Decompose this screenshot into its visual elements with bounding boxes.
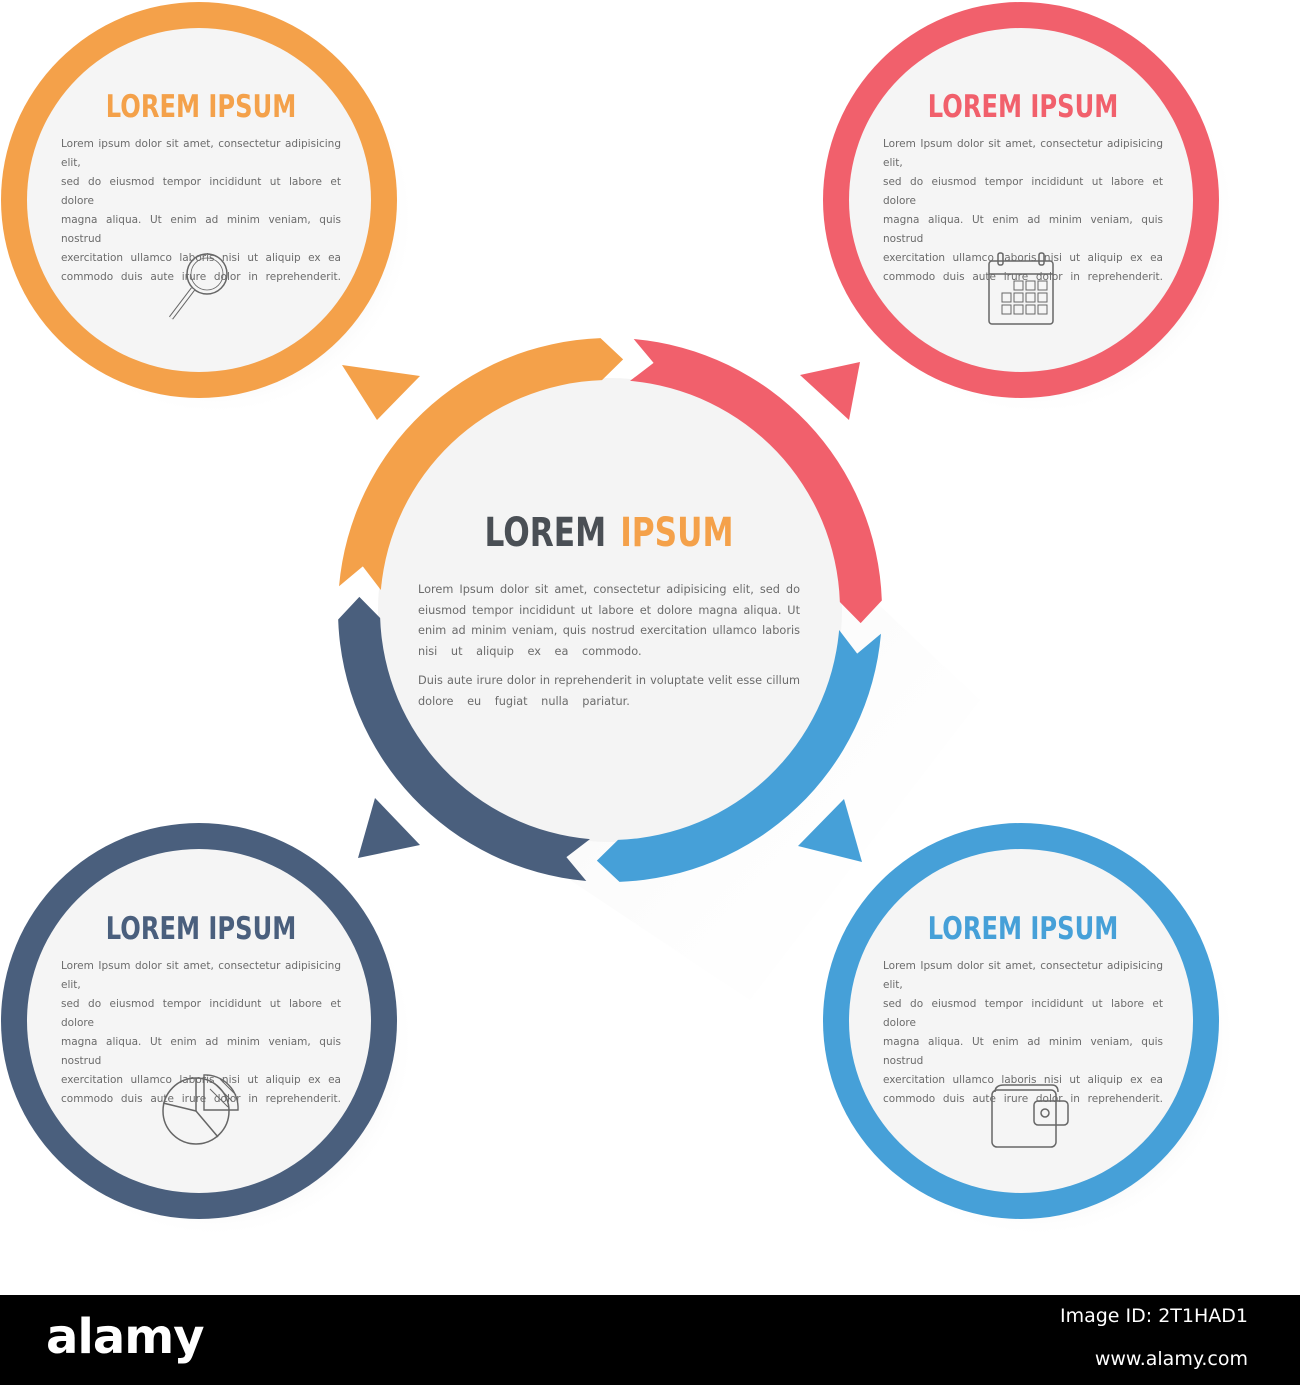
center-ring-segment-navy xyxy=(338,596,590,881)
calendar-day-cell xyxy=(1037,292,1048,303)
top-right-node-line: Lorem Ipsum dolor sit amet, consectetur … xyxy=(883,138,1163,169)
center-title-word-1: LOREM xyxy=(484,510,607,556)
bottom-right-node-title: LOREM IPSUM xyxy=(927,911,1119,947)
top-left-node-line: Lorem ipsum dolor sit amet, consectetur … xyxy=(61,138,341,169)
bottom-left-node-body: Lorem Ipsum dolor sit amet, consectetur … xyxy=(61,957,341,1109)
center-paragraph-1-line: nisi ut aliquip ex ea commodo. xyxy=(418,644,642,658)
top-left-node-line: exercitation ullamco laboris nisi ut ali… xyxy=(61,252,341,264)
magnifier-icon xyxy=(169,253,228,320)
top-left-node-title: LOREM IPSUM xyxy=(105,89,297,125)
top-right-node-line: magna aliqua. Ut enim ad minim veniam, q… xyxy=(883,214,1163,245)
bottom-right-node: LOREM IPSUM Lorem Ipsum dolor sit amet, … xyxy=(883,911,1163,1109)
center-title: LOREM IPSUM xyxy=(460,510,758,556)
bottom-right-node-face xyxy=(849,849,1193,1193)
top-right-node-line: sed do eiusmod tempor incididunt ut labo… xyxy=(883,176,1163,207)
pointer-top-left xyxy=(342,365,420,420)
pointer-bottom-right xyxy=(798,799,862,862)
top-left-node-line: sed do eiusmod tempor incididunt ut labo… xyxy=(61,176,341,207)
center-ring xyxy=(338,338,882,882)
stock-url-label: www.alamy.com xyxy=(1094,1348,1248,1370)
top-left-node: LOREM IPSUM Lorem ipsum dolor sit amet, … xyxy=(61,89,341,287)
pointer-bottom-left xyxy=(358,798,420,858)
center-ring-segment-orange xyxy=(339,338,624,590)
wallet-icon xyxy=(991,1084,1069,1148)
image-id-label: Image ID: 2T1HAD1 xyxy=(1059,1305,1248,1327)
center-ring-segment-blue xyxy=(596,630,881,882)
top-right-node-face xyxy=(849,28,1193,372)
bottom-left-node-line: commodo duis aute irure dolor in reprehe… xyxy=(61,1093,341,1105)
calendar-day-cell xyxy=(1013,280,1024,291)
infographic-canvas: LOREM IPSUM Lorem ipsum dolor sit amet, … xyxy=(1,2,1237,1238)
center-body: Lorem Ipsum dolor sit amet, consectetur … xyxy=(418,580,800,712)
calendar-day-cell xyxy=(1025,280,1036,291)
top-left-node-face xyxy=(27,28,371,372)
stock-footer-bar: alamy Image ID: 2T1HAD1 www.alamy.com xyxy=(0,1295,1300,1385)
bottom-right-node-line: magna aliqua. Ut enim ad minim veniam, q… xyxy=(883,1036,1163,1067)
bottom-left-node-line: exercitation ullamco laboris nisi ut ali… xyxy=(61,1074,341,1086)
pointer-top-right xyxy=(800,362,860,420)
bottom-right-node-line: Lorem Ipsum dolor sit amet, consectetur … xyxy=(883,960,1163,991)
infographic-graphics xyxy=(1,2,1237,1238)
calendar-day-cell xyxy=(1013,292,1024,303)
center-node: LOREM IPSUM Lorem Ipsum dolor sit amet, c… xyxy=(418,510,800,712)
center-paragraph-1-line: eiusmod tempor incididunt ut labore et d… xyxy=(418,603,800,617)
bottom-left-node: LOREM IPSUM Lorem Ipsum dolor sit amet, … xyxy=(61,911,341,1109)
center-paragraph-2-line: dolore eu fugiat nulla pariatur. xyxy=(418,694,630,708)
calendar-day-cell xyxy=(1025,304,1036,315)
calendar-day-cell xyxy=(1025,292,1036,303)
center-paragraph-1-line: enim ad minim veniam, quis nostrud exerc… xyxy=(418,624,800,637)
bottom-left-node-line: magna aliqua. Ut enim ad minim veniam, q… xyxy=(61,1036,341,1067)
calendar-day-cell xyxy=(1037,304,1048,315)
top-right-node-title: LOREM IPSUM xyxy=(927,89,1119,125)
bottom-left-node-line: sed do eiusmod tempor incididunt ut labo… xyxy=(61,998,341,1029)
brand-logo: alamy xyxy=(46,1309,205,1365)
center-ring-segment-red xyxy=(630,339,882,624)
calendar-day-cell xyxy=(1001,292,1012,303)
bottom-right-node-body: Lorem Ipsum dolor sit amet, consectetur … xyxy=(883,957,1163,1109)
top-right-node: LOREM IPSUM Lorem Ipsum dolor sit amet, … xyxy=(883,89,1163,287)
center-paragraph-2-line: Duis aute irure dolor in reprehenderit i… xyxy=(418,674,800,687)
top-right-node-line: exercitation ullamco laboris nisi ut ali… xyxy=(883,252,1163,264)
center-title-word-2: IPSUM xyxy=(620,510,734,556)
calendar-day-cell xyxy=(1037,280,1048,291)
center-face xyxy=(378,378,842,842)
bottom-right-node-line: exercitation ullamco laboris nisi ut ali… xyxy=(883,1074,1163,1086)
bottom-left-node-face xyxy=(27,849,371,1193)
calendar-day-cell xyxy=(1001,304,1012,315)
top-left-node-line: commodo duis aute irure dolor in reprehe… xyxy=(61,271,341,283)
bottom-right-node-line: commodo duis aute irure dolor in reprehe… xyxy=(883,1093,1163,1105)
calendar-day-cell xyxy=(1013,304,1024,315)
pie-chart-icon xyxy=(162,1074,239,1145)
center-paragraph-1-line: Lorem Ipsum dolor sit amet, consectetur … xyxy=(418,583,800,596)
bottom-right-node-line: sed do eiusmod tempor incididunt ut labo… xyxy=(883,998,1163,1029)
top-right-node-line: commodo duis aute irure dolor in reprehe… xyxy=(883,271,1163,283)
top-left-node-line: magna aliqua. Ut enim ad minim veniam, q… xyxy=(61,214,341,245)
bottom-left-node-line: Lorem Ipsum dolor sit amet, consectetur … xyxy=(61,960,341,991)
bottom-left-node-title: LOREM IPSUM xyxy=(105,911,297,947)
top-right-node-body: Lorem Ipsum dolor sit amet, consectetur … xyxy=(883,135,1163,287)
top-left-node-body: Lorem ipsum dolor sit amet, consectetur … xyxy=(61,135,341,287)
calendar-icon xyxy=(988,252,1054,325)
